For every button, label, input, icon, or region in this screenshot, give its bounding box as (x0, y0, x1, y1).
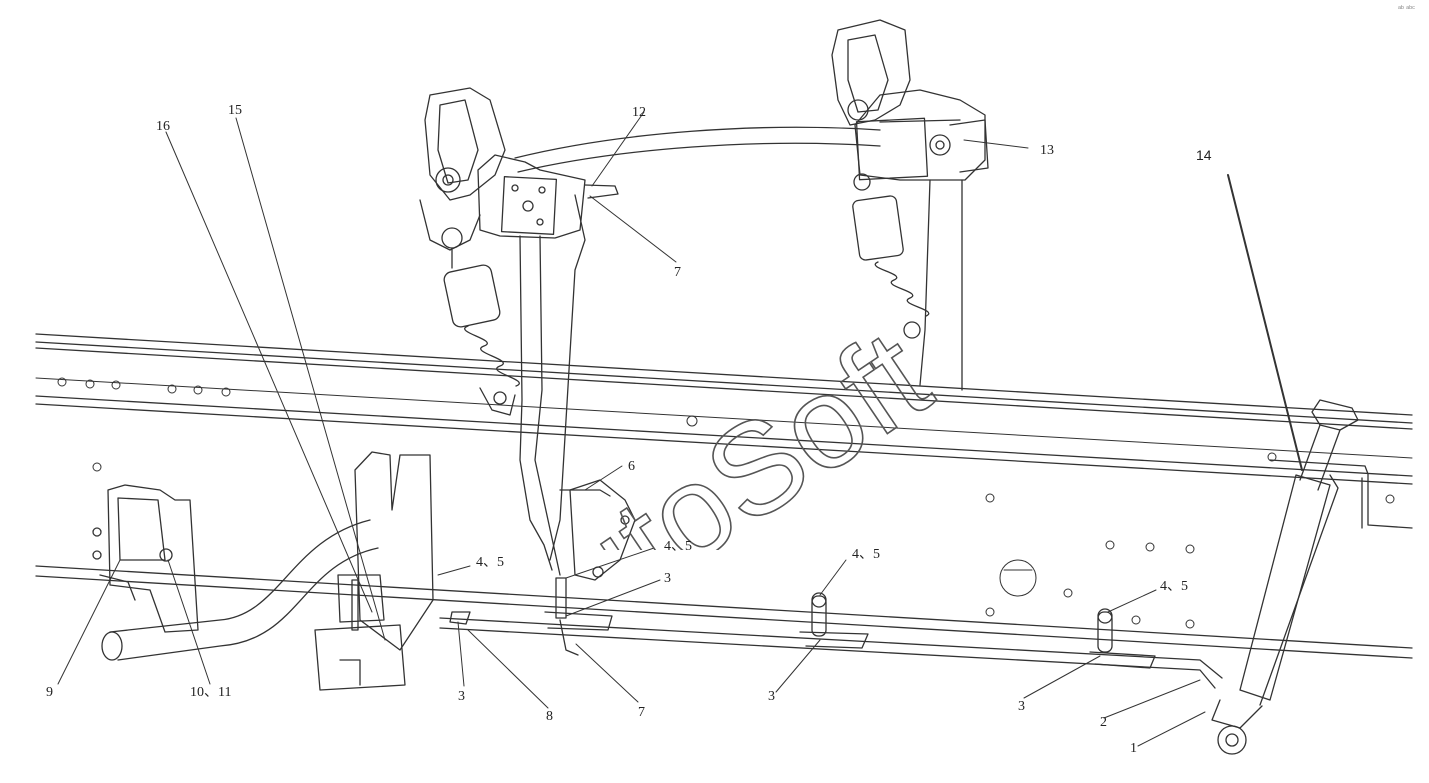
callout-3-right: 3 (1018, 699, 1025, 714)
callout-7-lower: 7 (638, 705, 645, 720)
callout-3-left: 3 (458, 689, 465, 704)
callout-1: 1 (1130, 741, 1137, 756)
callout-3-mid: 3 (768, 689, 775, 704)
callout-9: 9 (46, 685, 53, 700)
callout-3-upper: 3 (664, 571, 671, 586)
callout-12: 12 (632, 105, 646, 120)
rail-holes (57, 377, 1395, 629)
callout-15: 15 (228, 103, 242, 118)
callout-10-11: 10、11 (190, 685, 232, 700)
lower-pipe (439, 577, 1223, 689)
right-shock-assembly (831, 19, 989, 391)
frame-rail (35, 333, 1413, 659)
cross-member (514, 119, 961, 173)
left-shock-assembly (419, 87, 619, 576)
bracket-6 (559, 479, 636, 581)
callout-14: 14 (1196, 147, 1212, 163)
callout-16: 16 (156, 119, 170, 134)
left-bracket (92, 484, 199, 633)
intake-tube (101, 519, 379, 661)
leader-lines (57, 111, 1303, 747)
callout-4-5-c: 4、5 (852, 547, 880, 562)
corner-mark: ᵃᵇ ᵃᵇᶜ (1397, 4, 1415, 13)
callout-4-5-d: 4、5 (1160, 579, 1188, 594)
callout-4-5-b: 4、5 (664, 539, 692, 554)
callout-2: 2 (1100, 715, 1107, 730)
callout-13: 13 (1040, 143, 1054, 158)
callout-6: 6 (628, 459, 635, 474)
callout-7-upper: 7 (674, 265, 681, 280)
callout-8: 8 (546, 709, 553, 724)
callout-4-5-a: 4、5 (476, 555, 504, 570)
stabilizer-cylinder (1211, 399, 1359, 755)
rear-support-bracket (314, 451, 434, 691)
